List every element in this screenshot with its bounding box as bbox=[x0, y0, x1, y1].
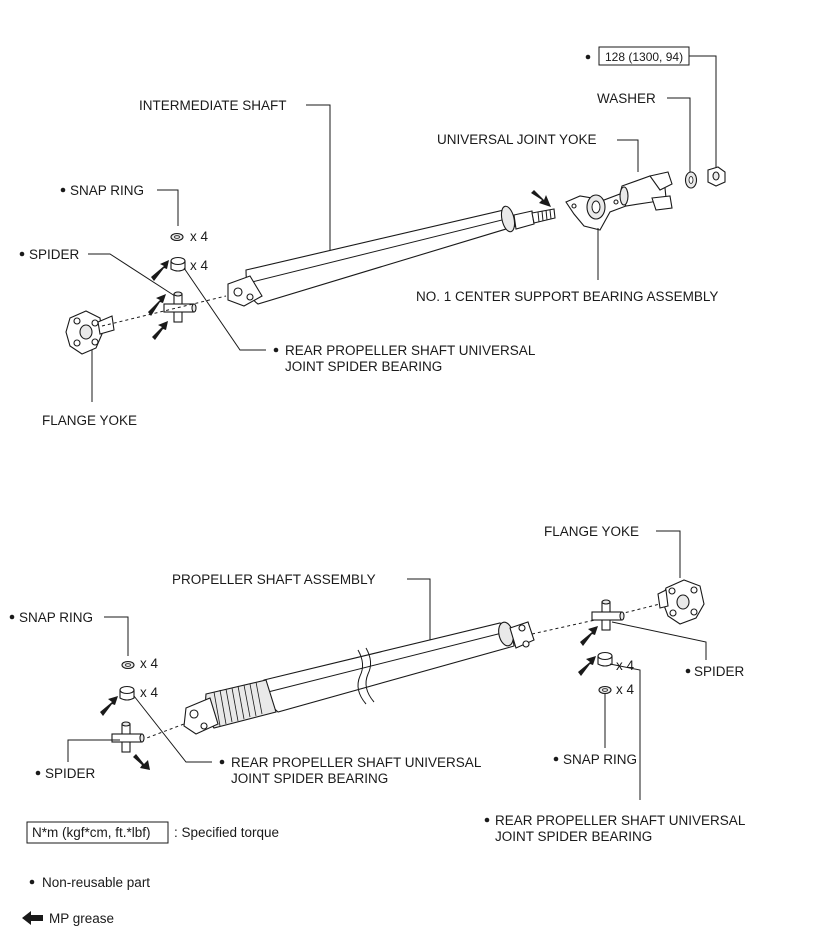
washer-label: WASHER bbox=[597, 91, 656, 106]
bullet-icon bbox=[484, 817, 490, 823]
spider-left-part bbox=[111, 721, 145, 753]
spider-bearing-left-qty: x 4 bbox=[140, 685, 159, 700]
snap-ring-right-qty: x 4 bbox=[616, 682, 635, 697]
bullet-icon bbox=[553, 756, 559, 762]
snap-ring-left-qty: x 4 bbox=[140, 656, 159, 671]
spider-bearing-right-part bbox=[597, 651, 613, 667]
bullet-icon bbox=[29, 879, 35, 885]
grease-arrow-icon bbox=[100, 696, 118, 716]
non-reusable-label: Non-reusable part bbox=[42, 875, 150, 890]
nut-part bbox=[707, 166, 726, 187]
center-support-bearing-part bbox=[565, 193, 627, 231]
bullet-icon bbox=[19, 251, 25, 257]
flange-yoke-label: FLANGE YOKE bbox=[42, 413, 137, 428]
bullet-icon bbox=[9, 614, 15, 620]
grease-arrow-icon bbox=[133, 754, 150, 770]
bullet-icon bbox=[585, 54, 591, 60]
bullet-icon bbox=[685, 668, 691, 674]
bullet-icon bbox=[273, 347, 279, 353]
grease-arrow-icon bbox=[151, 260, 169, 281]
grease-label: MP grease bbox=[49, 911, 114, 926]
propeller-shaft-label: PROPELLER SHAFT ASSEMBLY bbox=[172, 572, 376, 587]
grease-arrow-icon bbox=[148, 294, 166, 316]
torque-spec-label: 128 (1300, 94) bbox=[605, 50, 683, 64]
spider-right-part bbox=[591, 599, 625, 631]
flange-yoke-part bbox=[65, 310, 115, 355]
spider-right-label: SPIDER bbox=[694, 664, 745, 679]
center-support-label: NO. 1 CENTER SUPPORT BEARING ASSEMBLY bbox=[416, 289, 718, 304]
grease-arrow-icon bbox=[531, 190, 551, 207]
torque-desc-label: : Specified torque bbox=[174, 825, 279, 840]
spider-bearing-left-label-2: JOINT SPIDER BEARING bbox=[231, 771, 388, 786]
snap-ring-qty: x 4 bbox=[190, 229, 209, 244]
lower-assembly: FLANGE YOKE PROPELLER SHAFT ASSEMBLY bbox=[9, 524, 746, 844]
bullet-icon bbox=[219, 759, 225, 765]
grease-arrow-icon bbox=[22, 911, 43, 925]
grease-arrow-icon bbox=[580, 626, 598, 646]
snap-ring-label: SNAP RING bbox=[70, 183, 144, 198]
universal-joint-yoke-part bbox=[619, 171, 673, 211]
spider-bearing-label-2: JOINT SPIDER BEARING bbox=[285, 359, 442, 374]
bullet-icon bbox=[35, 770, 41, 776]
grease-arrow-icon bbox=[152, 321, 168, 340]
legend: N*m (kgf*cm, ft.*lbf) : Specified torque… bbox=[22, 821, 279, 926]
spider-bearing-label-1: REAR PROPELLER SHAFT UNIVERSAL bbox=[285, 343, 536, 358]
spider-bearing-left-label-1: REAR PROPELLER SHAFT UNIVERSAL bbox=[231, 755, 482, 770]
torque-unit-label: N*m (kgf*cm, ft.*lbf) bbox=[32, 825, 151, 840]
spider-bearing-right-qty: x 4 bbox=[616, 658, 635, 673]
bullet-icon bbox=[60, 187, 66, 193]
spider-bearing-right-label-2: JOINT SPIDER BEARING bbox=[495, 829, 652, 844]
spider-bearing-part bbox=[170, 256, 186, 272]
flange-yoke-right-label: FLANGE YOKE bbox=[544, 524, 639, 539]
snap-ring-right-label: SNAP RING bbox=[563, 752, 637, 767]
flange-yoke-right-part bbox=[657, 579, 705, 625]
spider-bearing-right-label-1: REAR PROPELLER SHAFT UNIVERSAL bbox=[495, 813, 746, 828]
spider-label: SPIDER bbox=[29, 247, 80, 262]
intermediate-shaft-label: INTERMEDIATE SHAFT bbox=[139, 98, 287, 113]
spider-bearing-qty: x 4 bbox=[190, 258, 209, 273]
propeller-shaft-part bbox=[183, 621, 535, 735]
universal-joint-yoke-label: UNIVERSAL JOINT YOKE bbox=[437, 132, 597, 147]
intermediate-shaft-part bbox=[227, 205, 556, 307]
spider-left-label: SPIDER bbox=[45, 766, 96, 781]
torque-unit-box bbox=[26, 821, 169, 844]
snap-ring-left-label: SNAP RING bbox=[19, 610, 93, 625]
upper-assembly: 128 (1300, 94) WASHER UNIVERSAL JOINT YO… bbox=[19, 46, 726, 428]
grease-arrow-icon bbox=[578, 656, 596, 676]
spider-bearing-left-part bbox=[119, 685, 135, 701]
